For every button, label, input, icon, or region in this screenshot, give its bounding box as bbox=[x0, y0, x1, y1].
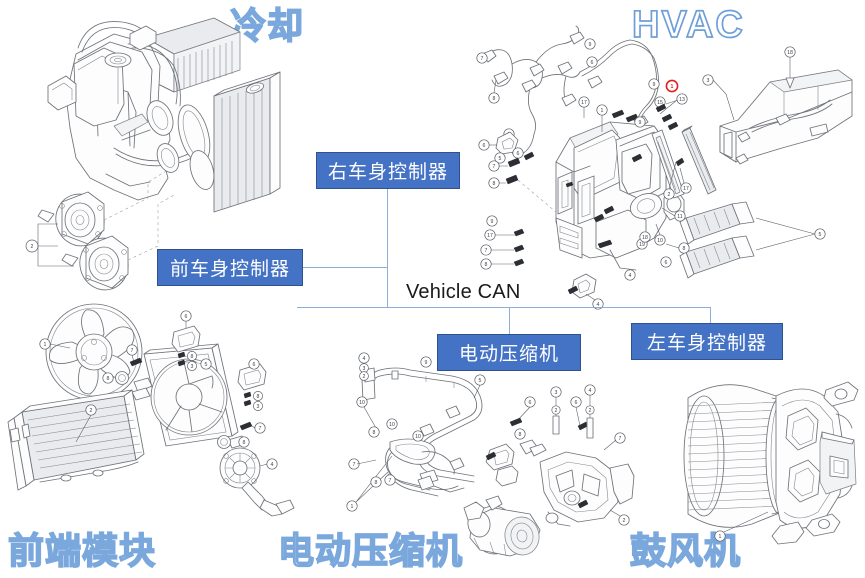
svg-text:13: 13 bbox=[679, 97, 685, 103]
svg-text:8: 8 bbox=[485, 262, 488, 268]
svg-text:18: 18 bbox=[787, 50, 793, 56]
svg-text:2: 2 bbox=[31, 244, 34, 250]
svg-text:6: 6 bbox=[575, 400, 578, 406]
svg-text:8: 8 bbox=[519, 432, 522, 438]
front-end-module-drawing: 1 5 bbox=[6, 300, 298, 532]
svg-text:18: 18 bbox=[642, 235, 648, 241]
svg-text:19: 19 bbox=[639, 242, 645, 248]
svg-text:4: 4 bbox=[597, 302, 600, 308]
svg-text:5: 5 bbox=[819, 232, 822, 238]
svg-text:9: 9 bbox=[653, 82, 656, 88]
svg-text:9: 9 bbox=[491, 219, 494, 225]
svg-text:1: 1 bbox=[671, 84, 674, 90]
svg-text:5: 5 bbox=[479, 378, 482, 384]
svg-text:3: 3 bbox=[555, 390, 558, 396]
svg-text:9: 9 bbox=[639, 120, 642, 126]
svg-text:6: 6 bbox=[483, 143, 486, 149]
svg-text:8: 8 bbox=[375, 480, 378, 486]
node-label: 电动压缩机 bbox=[458, 344, 559, 365]
svg-text:3: 3 bbox=[257, 404, 260, 410]
svg-text:3: 3 bbox=[707, 78, 710, 84]
svg-text:1: 1 bbox=[719, 534, 722, 540]
svg-text:4: 4 bbox=[271, 462, 274, 468]
blower-drawing: 1 bbox=[648, 372, 864, 550]
cooling-module-drawing: 2 bbox=[18, 8, 308, 291]
svg-text:8: 8 bbox=[493, 96, 496, 102]
svg-text:5: 5 bbox=[499, 156, 502, 162]
svg-text:6: 6 bbox=[253, 362, 256, 368]
svg-text:10: 10 bbox=[657, 238, 663, 244]
svg-text:4: 4 bbox=[629, 273, 632, 279]
node-label: 左车身控制器 bbox=[646, 333, 767, 354]
svg-text:1: 1 bbox=[351, 504, 354, 510]
vehicle-can-label: Vehicle CAN bbox=[406, 281, 521, 303]
svg-text:17: 17 bbox=[683, 186, 689, 192]
svg-text:7: 7 bbox=[389, 478, 392, 484]
svg-text:8: 8 bbox=[493, 181, 496, 187]
svg-text:7: 7 bbox=[619, 436, 622, 442]
svg-text:17: 17 bbox=[487, 233, 493, 239]
svg-text:10: 10 bbox=[389, 422, 395, 428]
svg-text:1: 1 bbox=[44, 342, 47, 348]
svg-text:8: 8 bbox=[243, 440, 246, 446]
svg-text:1: 1 bbox=[601, 108, 604, 114]
svg-text:6: 6 bbox=[591, 60, 594, 66]
node-label: 右车身控制器 bbox=[327, 162, 448, 183]
svg-text:2: 2 bbox=[90, 408, 93, 414]
svg-text:8: 8 bbox=[257, 394, 260, 400]
svg-text:4: 4 bbox=[363, 356, 366, 362]
svg-text:15: 15 bbox=[657, 100, 663, 106]
section-title-electric-compressor: 电动压缩机 bbox=[277, 530, 464, 571]
svg-text:11: 11 bbox=[677, 214, 682, 220]
bus-drop-electric-compressor bbox=[509, 307, 510, 334]
svg-text:6: 6 bbox=[517, 151, 520, 157]
svg-text:3: 3 bbox=[191, 364, 194, 370]
bus-horizontal-line bbox=[297, 307, 711, 308]
svg-text:5: 5 bbox=[205, 362, 208, 368]
bus-drop-left-controller bbox=[710, 307, 711, 323]
svg-text:8: 8 bbox=[683, 246, 686, 252]
svg-text:7: 7 bbox=[493, 164, 496, 170]
svg-text:6: 6 bbox=[665, 260, 668, 266]
node-front-body-controller[interactable]: 前车身控制器 bbox=[157, 249, 303, 286]
bus-branch-front-controller bbox=[303, 267, 388, 268]
section-title-hvac: HVAC bbox=[631, 4, 745, 46]
node-left-body-controller[interactable]: 左车身控制器 bbox=[631, 323, 783, 360]
svg-text:7: 7 bbox=[481, 56, 484, 62]
node-right-body-controller[interactable]: 右车身控制器 bbox=[316, 152, 460, 189]
svg-text:2: 2 bbox=[589, 408, 592, 414]
svg-text:4: 4 bbox=[589, 388, 592, 394]
svg-text:10: 10 bbox=[415, 434, 421, 440]
node-label: 前车身控制器 bbox=[169, 259, 290, 280]
svg-text:7: 7 bbox=[353, 462, 356, 468]
svg-text:17: 17 bbox=[581, 100, 587, 106]
section-title-front-end-module: 前端模块 bbox=[7, 530, 157, 571]
svg-text:8: 8 bbox=[191, 354, 194, 360]
svg-text:6: 6 bbox=[529, 400, 532, 406]
svg-text:8: 8 bbox=[373, 430, 376, 436]
svg-text:2: 2 bbox=[363, 374, 366, 380]
hvac-drawing: 9 7 8 7 6 bbox=[470, 22, 862, 314]
node-electric-compressor[interactable]: 电动压缩机 bbox=[437, 334, 581, 371]
svg-text:2: 2 bbox=[668, 192, 671, 198]
svg-text:3: 3 bbox=[363, 366, 366, 372]
electric-compressor-drawing: 4 3 2 9 6 5 6 6 bbox=[334, 352, 636, 557]
bus-trunk-vertical bbox=[387, 189, 388, 307]
svg-text:9: 9 bbox=[589, 42, 592, 48]
svg-text:10: 10 bbox=[359, 400, 365, 406]
svg-text:6: 6 bbox=[185, 314, 188, 320]
svg-text:7: 7 bbox=[485, 248, 488, 254]
section-title-cooling: 冷却 bbox=[229, 5, 305, 46]
svg-text:7: 7 bbox=[259, 426, 262, 432]
svg-text:9: 9 bbox=[425, 360, 428, 366]
svg-text:2: 2 bbox=[623, 518, 626, 524]
svg-text:8: 8 bbox=[107, 376, 110, 382]
svg-text:2: 2 bbox=[555, 408, 558, 414]
svg-text:7: 7 bbox=[131, 348, 134, 354]
